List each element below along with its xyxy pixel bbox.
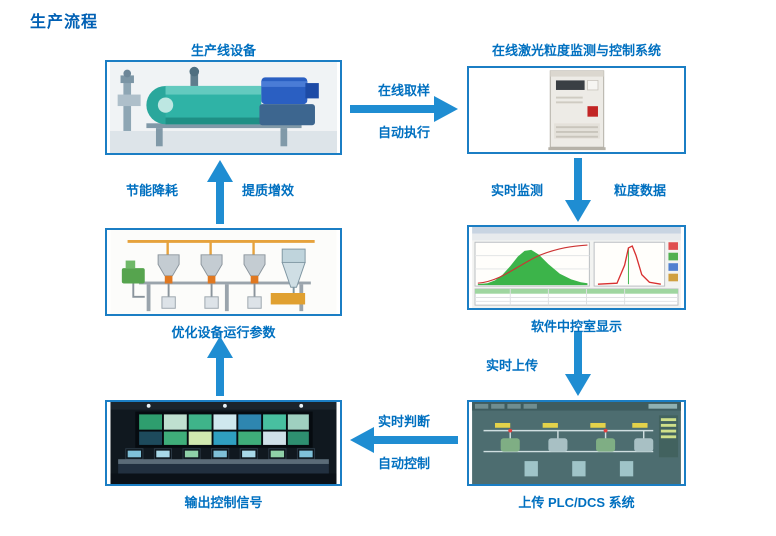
- laser-system-label: 在线激光粒度监测与控制系统: [491, 43, 661, 58]
- software-display-node: [467, 225, 686, 310]
- label-realtime-upload: 实时上传: [485, 358, 538, 373]
- arrow-up-feedback-icon: [205, 336, 235, 396]
- output-signal-image: [110, 402, 337, 484]
- optimize-params-image: [110, 230, 337, 314]
- production-line-label: 生产线设备: [190, 43, 256, 58]
- plc-dcs-label: 上传 PLC/DCS 系统: [518, 495, 635, 510]
- label-energy-saving: 节能降耗: [125, 183, 178, 198]
- software-display-label: 软件中控室显示: [530, 319, 622, 334]
- label-quality-improve: 提质增效: [241, 183, 294, 198]
- label-auto-execute: 自动执行: [377, 125, 430, 140]
- plc-dcs-node: [467, 400, 686, 486]
- laser-system-node: [467, 66, 686, 154]
- production-line-node: [105, 60, 342, 155]
- arrow-up-improve-icon: [205, 160, 235, 224]
- arrow-down-monitor-icon: [563, 158, 593, 222]
- arrow-left-judge-icon: [350, 425, 458, 455]
- label-auto-control: 自动控制: [377, 456, 430, 471]
- software-display-image: [472, 227, 681, 308]
- label-particle-data: 粒度数据: [613, 183, 666, 198]
- laser-system-image: [471, 68, 682, 152]
- page-title: 生产流程: [30, 14, 99, 31]
- output-signal-node: [105, 400, 342, 486]
- label-online-sampling: 在线取样: [377, 83, 430, 98]
- production-line-image: [109, 62, 338, 153]
- arrow-down-upload-icon: [563, 332, 593, 396]
- optimize-params-label: 优化设备运行参数: [171, 325, 276, 340]
- label-realtime-monitor: 实时监测: [490, 183, 543, 198]
- output-signal-label: 输出控制信号: [184, 495, 263, 510]
- label-realtime-judge: 实时判断: [377, 414, 430, 429]
- arrow-right-sampling-icon: [350, 94, 458, 124]
- plc-dcs-image: [472, 402, 681, 484]
- optimize-params-node: [105, 228, 342, 316]
